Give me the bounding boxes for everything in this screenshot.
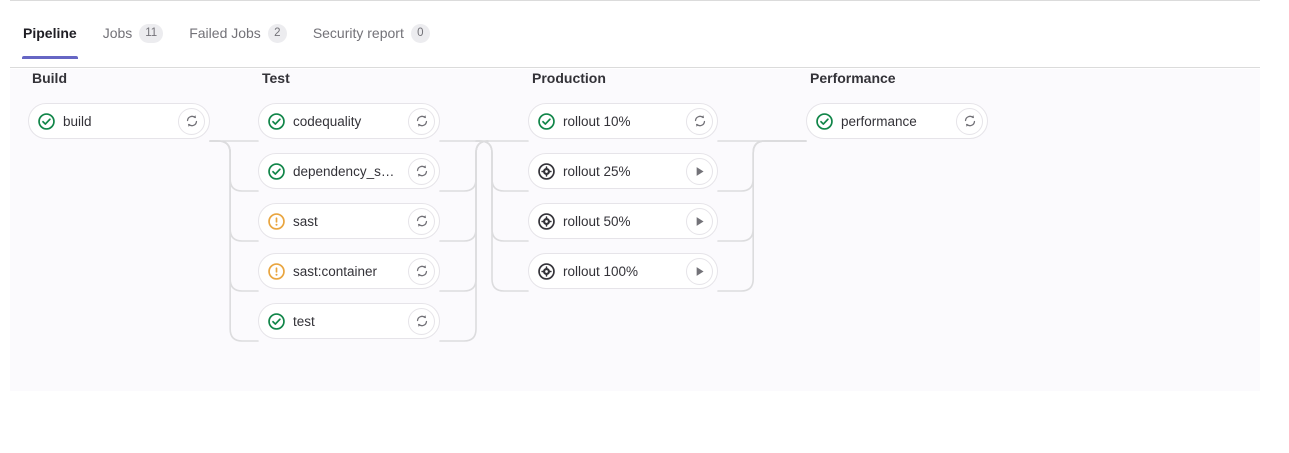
status-success-icon — [268, 312, 285, 330]
pipeline-link — [717, 140, 807, 292]
pipeline-link — [439, 140, 489, 292]
tab-pipeline[interactable]: Pipeline — [10, 18, 90, 59]
retry-icon — [416, 315, 427, 327]
status-manual-icon — [538, 212, 555, 230]
pipeline-link — [209, 140, 259, 342]
status-warning-icon — [268, 212, 285, 230]
retry-job-button[interactable] — [408, 157, 435, 185]
tab-security-report[interactable]: Security report 0 — [300, 18, 443, 59]
job-name: build — [63, 113, 92, 129]
play-icon — [696, 266, 704, 276]
status-success-icon — [816, 112, 833, 130]
pipeline-link — [209, 140, 259, 192]
job-name: codequality — [293, 113, 362, 129]
pipeline-link — [209, 140, 259, 242]
retry-job-button[interactable] — [408, 307, 435, 335]
job-card[interactable]: rollout 25% — [528, 153, 718, 189]
pipeline-link — [475, 140, 529, 292]
status-success-icon — [538, 112, 555, 130]
pipeline-stage-performance: Performance performance — [806, 69, 988, 139]
pipeline-link — [439, 140, 489, 242]
play-job-button[interactable] — [686, 257, 713, 285]
tab-label: Pipeline — [23, 25, 77, 41]
retry-icon — [416, 215, 427, 227]
pipeline-link — [439, 140, 489, 192]
job-card[interactable]: build — [28, 103, 210, 139]
retry-job-button[interactable] — [956, 107, 983, 135]
tab-label: Jobs — [102, 25, 133, 41]
pipeline-graph: Build build Test codequality dependency_s…sa… — [10, 69, 1260, 391]
job-name: performance — [841, 113, 917, 129]
pipeline-link — [717, 140, 807, 242]
job-card[interactable]: rollout 10% — [528, 103, 718, 139]
retry-icon — [416, 115, 427, 127]
status-success-icon — [268, 162, 285, 180]
stage-title: Production — [532, 70, 606, 86]
job-name: sast:container — [293, 263, 378, 279]
job-name: rollout 10% — [563, 113, 631, 129]
retry-icon — [964, 115, 975, 127]
retry-icon — [186, 115, 197, 127]
stage-title: Test — [262, 70, 290, 86]
tab-failed-jobs[interactable]: Failed Jobs 2 — [176, 18, 300, 59]
pipeline-link — [717, 140, 807, 192]
tab-badge: 11 — [139, 23, 164, 43]
job-name: sast — [293, 213, 318, 229]
retry-job-button[interactable] — [686, 107, 713, 135]
card-top-edge — [10, 0, 1260, 1]
retry-job-button[interactable] — [408, 107, 435, 135]
play-job-button[interactable] — [686, 157, 713, 185]
tab-label: Failed Jobs — [189, 25, 261, 41]
job-card[interactable]: sast — [258, 203, 440, 239]
status-manual-icon — [538, 162, 555, 180]
retry-job-button[interactable] — [408, 257, 435, 285]
tab-badge: 0 — [410, 23, 430, 43]
tab-label: Security report — [312, 25, 404, 41]
retry-job-button[interactable] — [178, 107, 205, 135]
play-icon — [696, 166, 704, 176]
retry-icon — [694, 115, 705, 127]
stage-title: Build — [32, 70, 67, 86]
retry-icon — [416, 165, 427, 177]
job-name: rollout 25% — [563, 163, 631, 179]
job-card[interactable]: codequality — [258, 103, 440, 139]
status-manual-icon — [538, 262, 555, 280]
pipeline-stage-production: Production rollout 10% rollout 25% rollout … — [528, 69, 718, 289]
job-name: rollout 100% — [563, 263, 639, 279]
status-success-icon — [38, 112, 55, 130]
pipeline-stage-test: Test codequality dependency_s…sast sast:con… — [258, 69, 440, 339]
tab-jobs[interactable]: Jobs 11 — [90, 18, 177, 59]
pipeline-stage-build: Build build — [28, 69, 210, 139]
job-name: rollout 50% — [563, 213, 631, 229]
job-name: test — [293, 313, 315, 329]
retry-icon — [416, 265, 427, 277]
pipeline-link — [439, 140, 489, 342]
pipeline-link — [209, 140, 259, 292]
status-warning-icon — [268, 262, 285, 280]
job-card[interactable]: performance — [806, 103, 988, 139]
job-card[interactable]: sast:container — [258, 253, 440, 289]
job-card[interactable]: dependency_s… — [258, 153, 440, 189]
tab-badge: 2 — [267, 23, 287, 43]
status-success-icon — [268, 112, 285, 130]
play-job-button[interactable] — [686, 207, 713, 235]
pipeline-tabs: Pipeline Jobs 11 Failed Jobs 2 Security repor… — [10, 18, 1260, 68]
pipeline-graph-panel: Build build Test codequality dependency_s…sa… — [10, 69, 1260, 391]
retry-job-button[interactable] — [408, 207, 435, 235]
job-card[interactable]: rollout 50% — [528, 203, 718, 239]
job-card[interactable]: rollout 100% — [528, 253, 718, 289]
job-card[interactable]: test — [258, 303, 440, 339]
job-name: dependency_s… — [293, 163, 395, 179]
play-icon — [696, 216, 704, 226]
stage-title: Performance — [810, 70, 896, 86]
pipeline-link — [475, 140, 529, 242]
pipeline-link — [475, 140, 529, 192]
